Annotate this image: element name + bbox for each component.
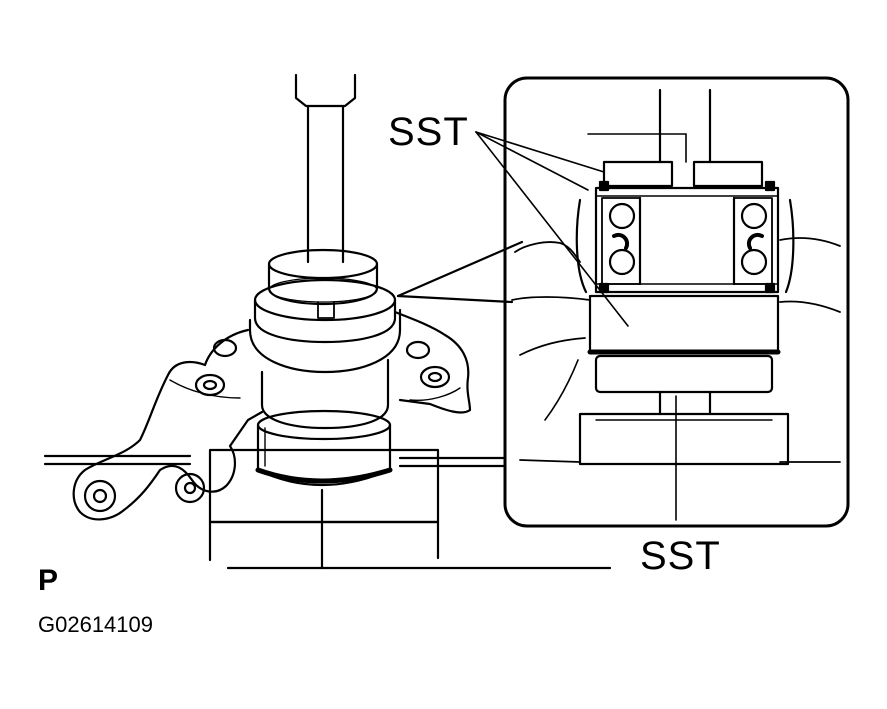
- sst-leader-lines: [475, 131, 629, 327]
- detail-lower-sst: [578, 294, 790, 521]
- upper-press-tool: [267, 248, 379, 306]
- detail-bearing-balls: [598, 180, 776, 294]
- sst-label-upper: SST: [388, 110, 469, 154]
- detail-bearing-housing: [575, 186, 795, 294]
- main-assembly: [43, 73, 612, 570]
- detail-view: [503, 76, 850, 528]
- bearing-housing: [248, 278, 402, 430]
- view-letter-label: P: [38, 564, 59, 597]
- detail-upper-sst: [587, 88, 764, 188]
- figure-code-label: G02614109: [38, 612, 153, 637]
- press-ram: [294, 73, 357, 264]
- sst-label-lower: SST: [640, 534, 721, 578]
- steering-knuckle: [72, 310, 472, 521]
- lower-support-tool: [255, 409, 393, 487]
- detail-callout-lines: [396, 240, 524, 304]
- bench-base: [43, 448, 612, 570]
